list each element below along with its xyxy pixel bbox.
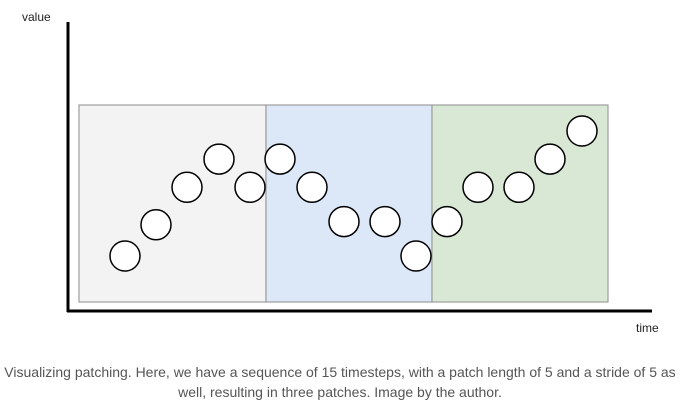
timestep-point-15	[566, 115, 598, 147]
timestep-point-14	[534, 143, 566, 175]
timestep-point-4	[203, 143, 235, 175]
timestep-point-3	[171, 171, 203, 204]
patch-2-box	[265, 104, 433, 303]
timestep-point-6	[264, 143, 296, 175]
timestep-point-9	[369, 205, 401, 238]
timestep-points	[109, 115, 598, 272]
patch-1-box	[78, 104, 267, 303]
patch-boxes	[78, 104, 609, 303]
timestep-point-12	[462, 171, 494, 204]
timestep-point-11	[431, 205, 463, 238]
timestep-point-13	[503, 171, 535, 204]
x-axis-label: time	[636, 321, 659, 335]
timestep-point-10	[400, 240, 432, 272]
timestep-point-1	[109, 240, 141, 272]
timestep-point-2	[140, 209, 172, 241]
figure-caption: Visualizing patching. Here, we have a se…	[4, 364, 676, 400]
timestep-point-8	[328, 205, 360, 238]
timestep-point-7	[296, 171, 328, 204]
y-axis-label: value	[22, 10, 51, 24]
timestep-point-5	[234, 171, 266, 204]
